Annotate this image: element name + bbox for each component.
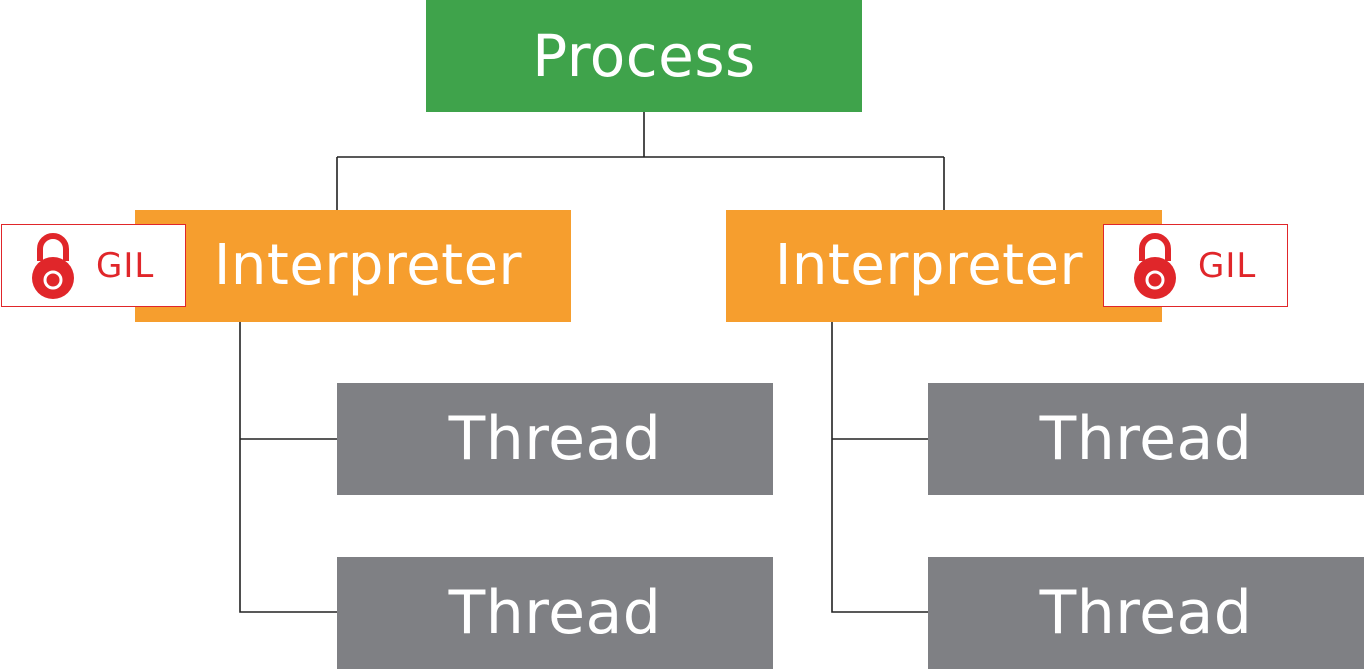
gil-badge-left: GIL	[1, 224, 186, 307]
padlock-icon	[1134, 232, 1176, 299]
interpreter-box-left: Interpreter	[135, 210, 571, 322]
interpreter-box-right: Interpreter	[726, 210, 1162, 322]
gil-label: GIL	[96, 245, 155, 286]
left-interpreter-trunk-line	[239, 322, 337, 613]
thread-box: Thread	[928, 383, 1364, 495]
gil-label: GIL	[1198, 245, 1257, 286]
padlock-icon	[32, 232, 74, 299]
thread-label: Thread	[448, 404, 662, 474]
process-box: Process	[426, 0, 862, 112]
gil-badge-right: GIL	[1103, 224, 1288, 307]
thread-box: Thread	[337, 557, 773, 669]
thread-box: Thread	[337, 383, 773, 495]
thread-label: Thread	[1039, 404, 1253, 474]
right-interpreter-trunk-line	[831, 322, 928, 613]
thread-box: Thread	[928, 557, 1364, 669]
process-label: Process	[532, 22, 756, 90]
interpreter-label: Interpreter	[774, 233, 1084, 298]
interpreter-label: Interpreter	[213, 233, 523, 298]
thread-label: Thread	[448, 578, 662, 648]
thread-label: Thread	[1039, 578, 1253, 648]
